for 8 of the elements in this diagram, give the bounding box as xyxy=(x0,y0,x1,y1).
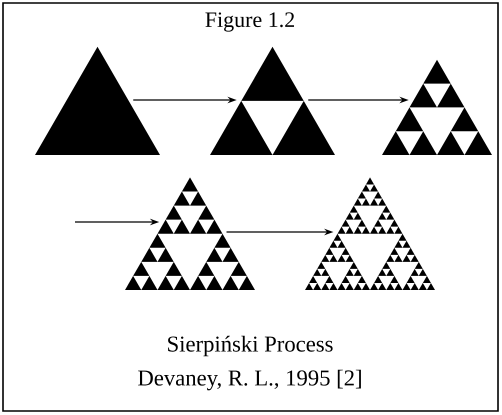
sierpinski-triangle xyxy=(210,46,335,155)
sierpinski-triangle xyxy=(382,60,492,155)
figure-title: Figure 1.2 xyxy=(205,12,294,32)
sierpinski-triangle xyxy=(305,177,435,290)
sierpinski-triangle xyxy=(125,177,255,290)
sierpinski-triangle xyxy=(35,46,160,155)
caption: Sierpiński Process xyxy=(168,336,333,356)
citation: Devaney, R. L., 1995 [2] xyxy=(138,370,361,390)
